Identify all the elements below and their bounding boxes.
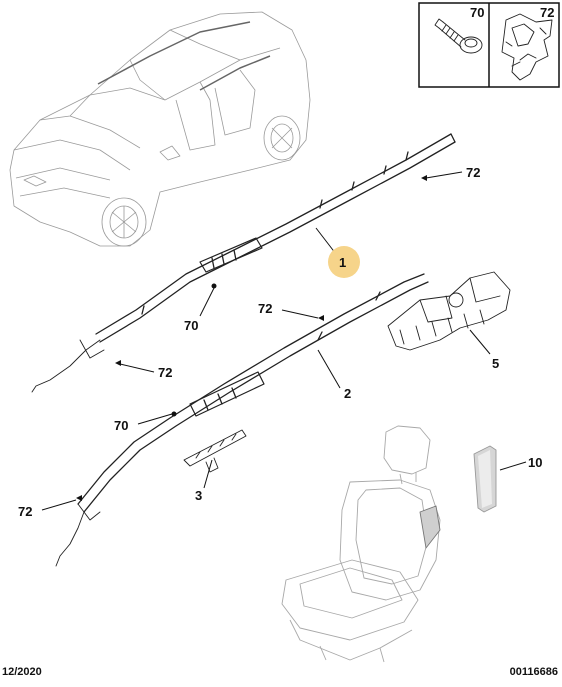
callout-clip-left-upper: 72 (158, 365, 172, 380)
clip-icon (501, 13, 553, 81)
callout-part-2: 2 (344, 386, 351, 401)
curtain-airbag-upper (31, 133, 456, 393)
callout-part-3: 3 (195, 488, 202, 503)
callout-part-5: 5 (492, 356, 499, 371)
callout-part-10: 10 (528, 455, 542, 470)
footer-date: 12/2020 (2, 666, 42, 678)
callout-clip-top: 72 (466, 165, 480, 180)
legend-box: 70 72 (418, 2, 560, 88)
footer-reference: 00116686 (509, 666, 558, 678)
side-airbag-module (473, 445, 497, 513)
callout-part-1: 1 (339, 255, 346, 270)
callout-clip-left-lower: 72 (18, 504, 32, 519)
callout-labels: 1 2 3 5 10 72 72 72 72 70 70 (18, 165, 542, 519)
bracket-part-3 (183, 429, 247, 473)
bracket-part-5 (387, 271, 511, 351)
bolt-marker-lower (171, 411, 177, 417)
legend-clip-label: 72 (540, 5, 554, 20)
callout-bolt-upper: 70 (184, 318, 198, 333)
bolt-marker-upper (211, 283, 217, 289)
leader-lines (41, 171, 527, 511)
clip-marker-mid (318, 315, 324, 321)
vehicle-outline (9, 11, 311, 247)
clip-marker-top (421, 175, 427, 181)
legend-bolt-label: 70 (470, 5, 484, 20)
bolt-icon (434, 18, 483, 54)
seat-outline (281, 425, 441, 663)
clip-marker-left-lower (76, 495, 82, 501)
curtain-airbag-lower (55, 273, 429, 567)
callout-bolt-lower: 70 (114, 418, 128, 433)
clip-marker-left-upper (115, 360, 121, 366)
part-1-highlight-badge (328, 246, 360, 278)
callout-clip-mid: 72 (258, 301, 272, 316)
